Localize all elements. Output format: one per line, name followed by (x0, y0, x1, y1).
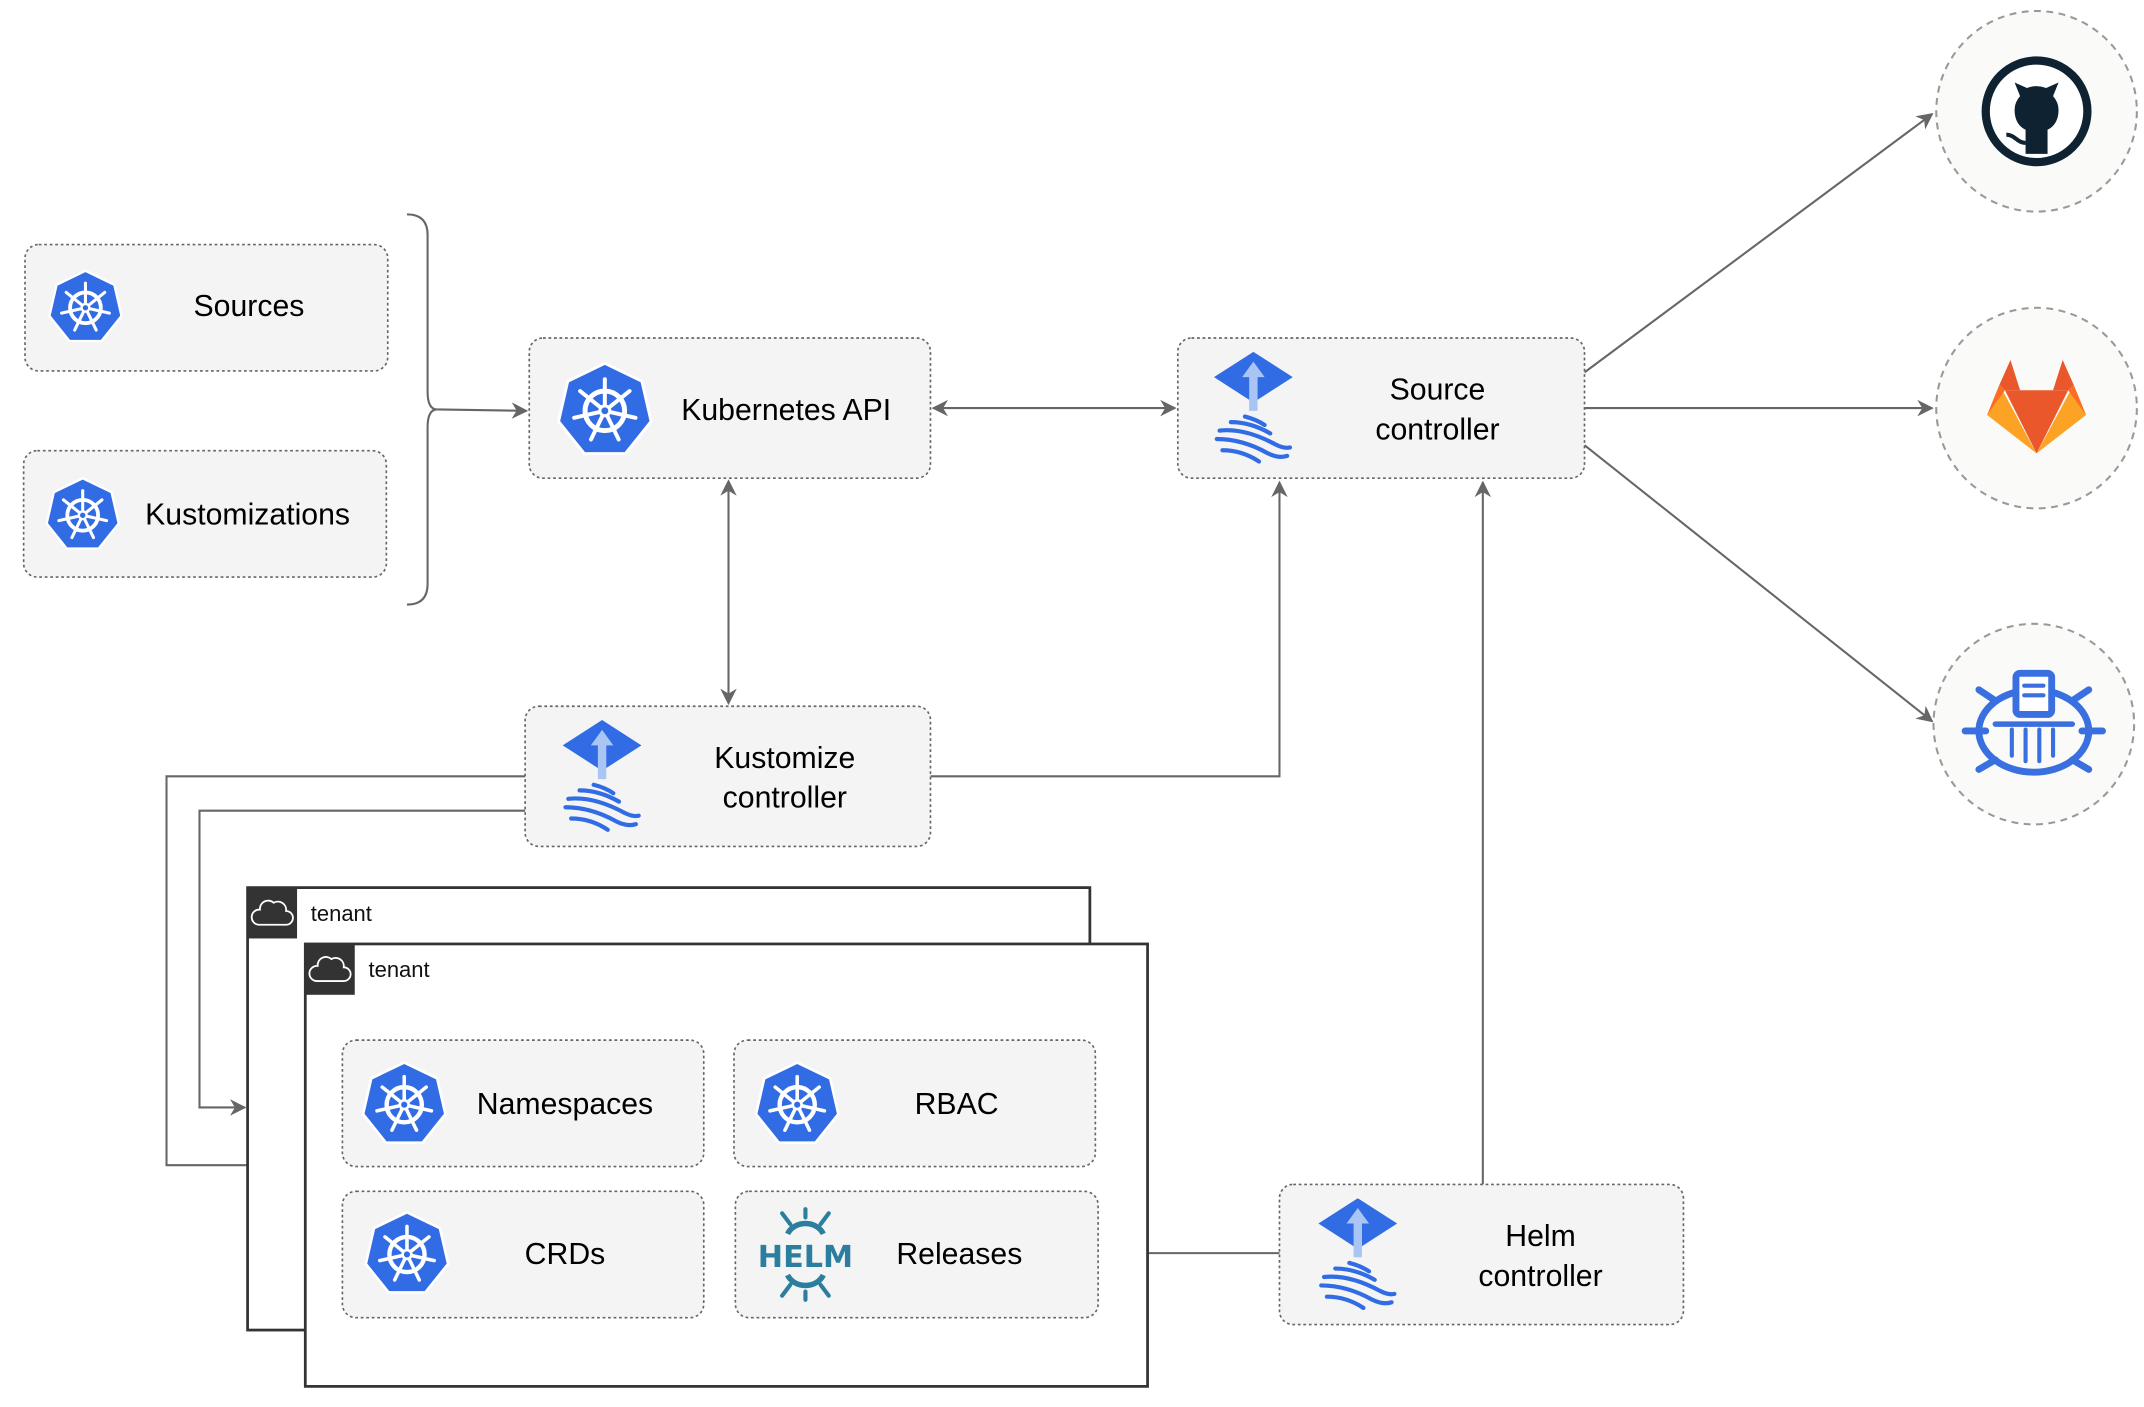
source-controller-node[interactable]: Source controller (1176, 337, 1586, 479)
releases-label: Releases (896, 1238, 1022, 1271)
helm-logo-text: HELM (758, 1240, 853, 1275)
tenant-header-block (305, 943, 355, 995)
tenant-label: tenant (369, 957, 430, 982)
tenant-header-block (247, 887, 298, 939)
oci-registry-icon (1961, 669, 2106, 776)
rbac-node[interactable]: RBAC (733, 1039, 1097, 1168)
kustomizations-node[interactable]: Kustomizations (22, 449, 388, 578)
helm-controller-label-line2: controller (1478, 1260, 1602, 1293)
edge-source-to-github (1583, 113, 1934, 374)
github-source[interactable] (1935, 9, 2138, 213)
crds-node[interactable]: CRDs (341, 1190, 705, 1319)
edge-kustomize-to-tenant-back (198, 809, 526, 1116)
namespaces-node[interactable]: Namespaces (341, 1039, 705, 1168)
tenant-label: tenant (311, 901, 372, 926)
kustomize-controller-node[interactable]: Kustomize controller (524, 705, 932, 848)
releases-node[interactable]: HELM Releases (734, 1190, 1099, 1319)
cloud-icon (308, 956, 352, 982)
source-controller-label-line1: Source (1390, 374, 1486, 407)
rbac-label: RBAC (915, 1088, 999, 1121)
sources-node[interactable]: Sources (24, 243, 389, 372)
helm-controller-node[interactable]: Helm controller (1278, 1183, 1685, 1326)
gitlab-source[interactable] (1935, 306, 2138, 510)
source-controller-label-line2: controller (1375, 413, 1499, 446)
edge-kustomize-to-tenant-front (165, 775, 526, 1174)
tenant-group-front[interactable]: tenant Namespaces RBAC CRDs (303, 942, 1149, 1388)
kustomizations-label: Kustomizations (145, 499, 350, 532)
namespaces-label: Namespaces (477, 1088, 653, 1121)
gitlab-icon (1987, 359, 2087, 454)
kustomize-controller-label-line2: controller (723, 782, 847, 815)
helm-icon: HELM (758, 1207, 853, 1302)
crds-label: CRDs (525, 1238, 606, 1271)
edge-source-to-registry (1583, 444, 1934, 723)
kubernetes-api-node[interactable]: Kubernetes API (528, 337, 932, 479)
edge-inputs-to-api (437, 402, 529, 419)
inputs-brace (406, 213, 438, 606)
sources-label: Sources (194, 290, 305, 323)
kustomize-controller-label-line1: Kustomize (714, 742, 855, 775)
helm-controller-label-line1: Helm (1505, 1220, 1576, 1253)
cloud-icon (250, 899, 294, 926)
kubernetes-api-label: Kubernetes API (681, 394, 891, 427)
edge-kustomize-to-source (930, 480, 1288, 778)
github-icon (1981, 56, 2092, 167)
oci-registry-source[interactable] (1932, 622, 2136, 826)
